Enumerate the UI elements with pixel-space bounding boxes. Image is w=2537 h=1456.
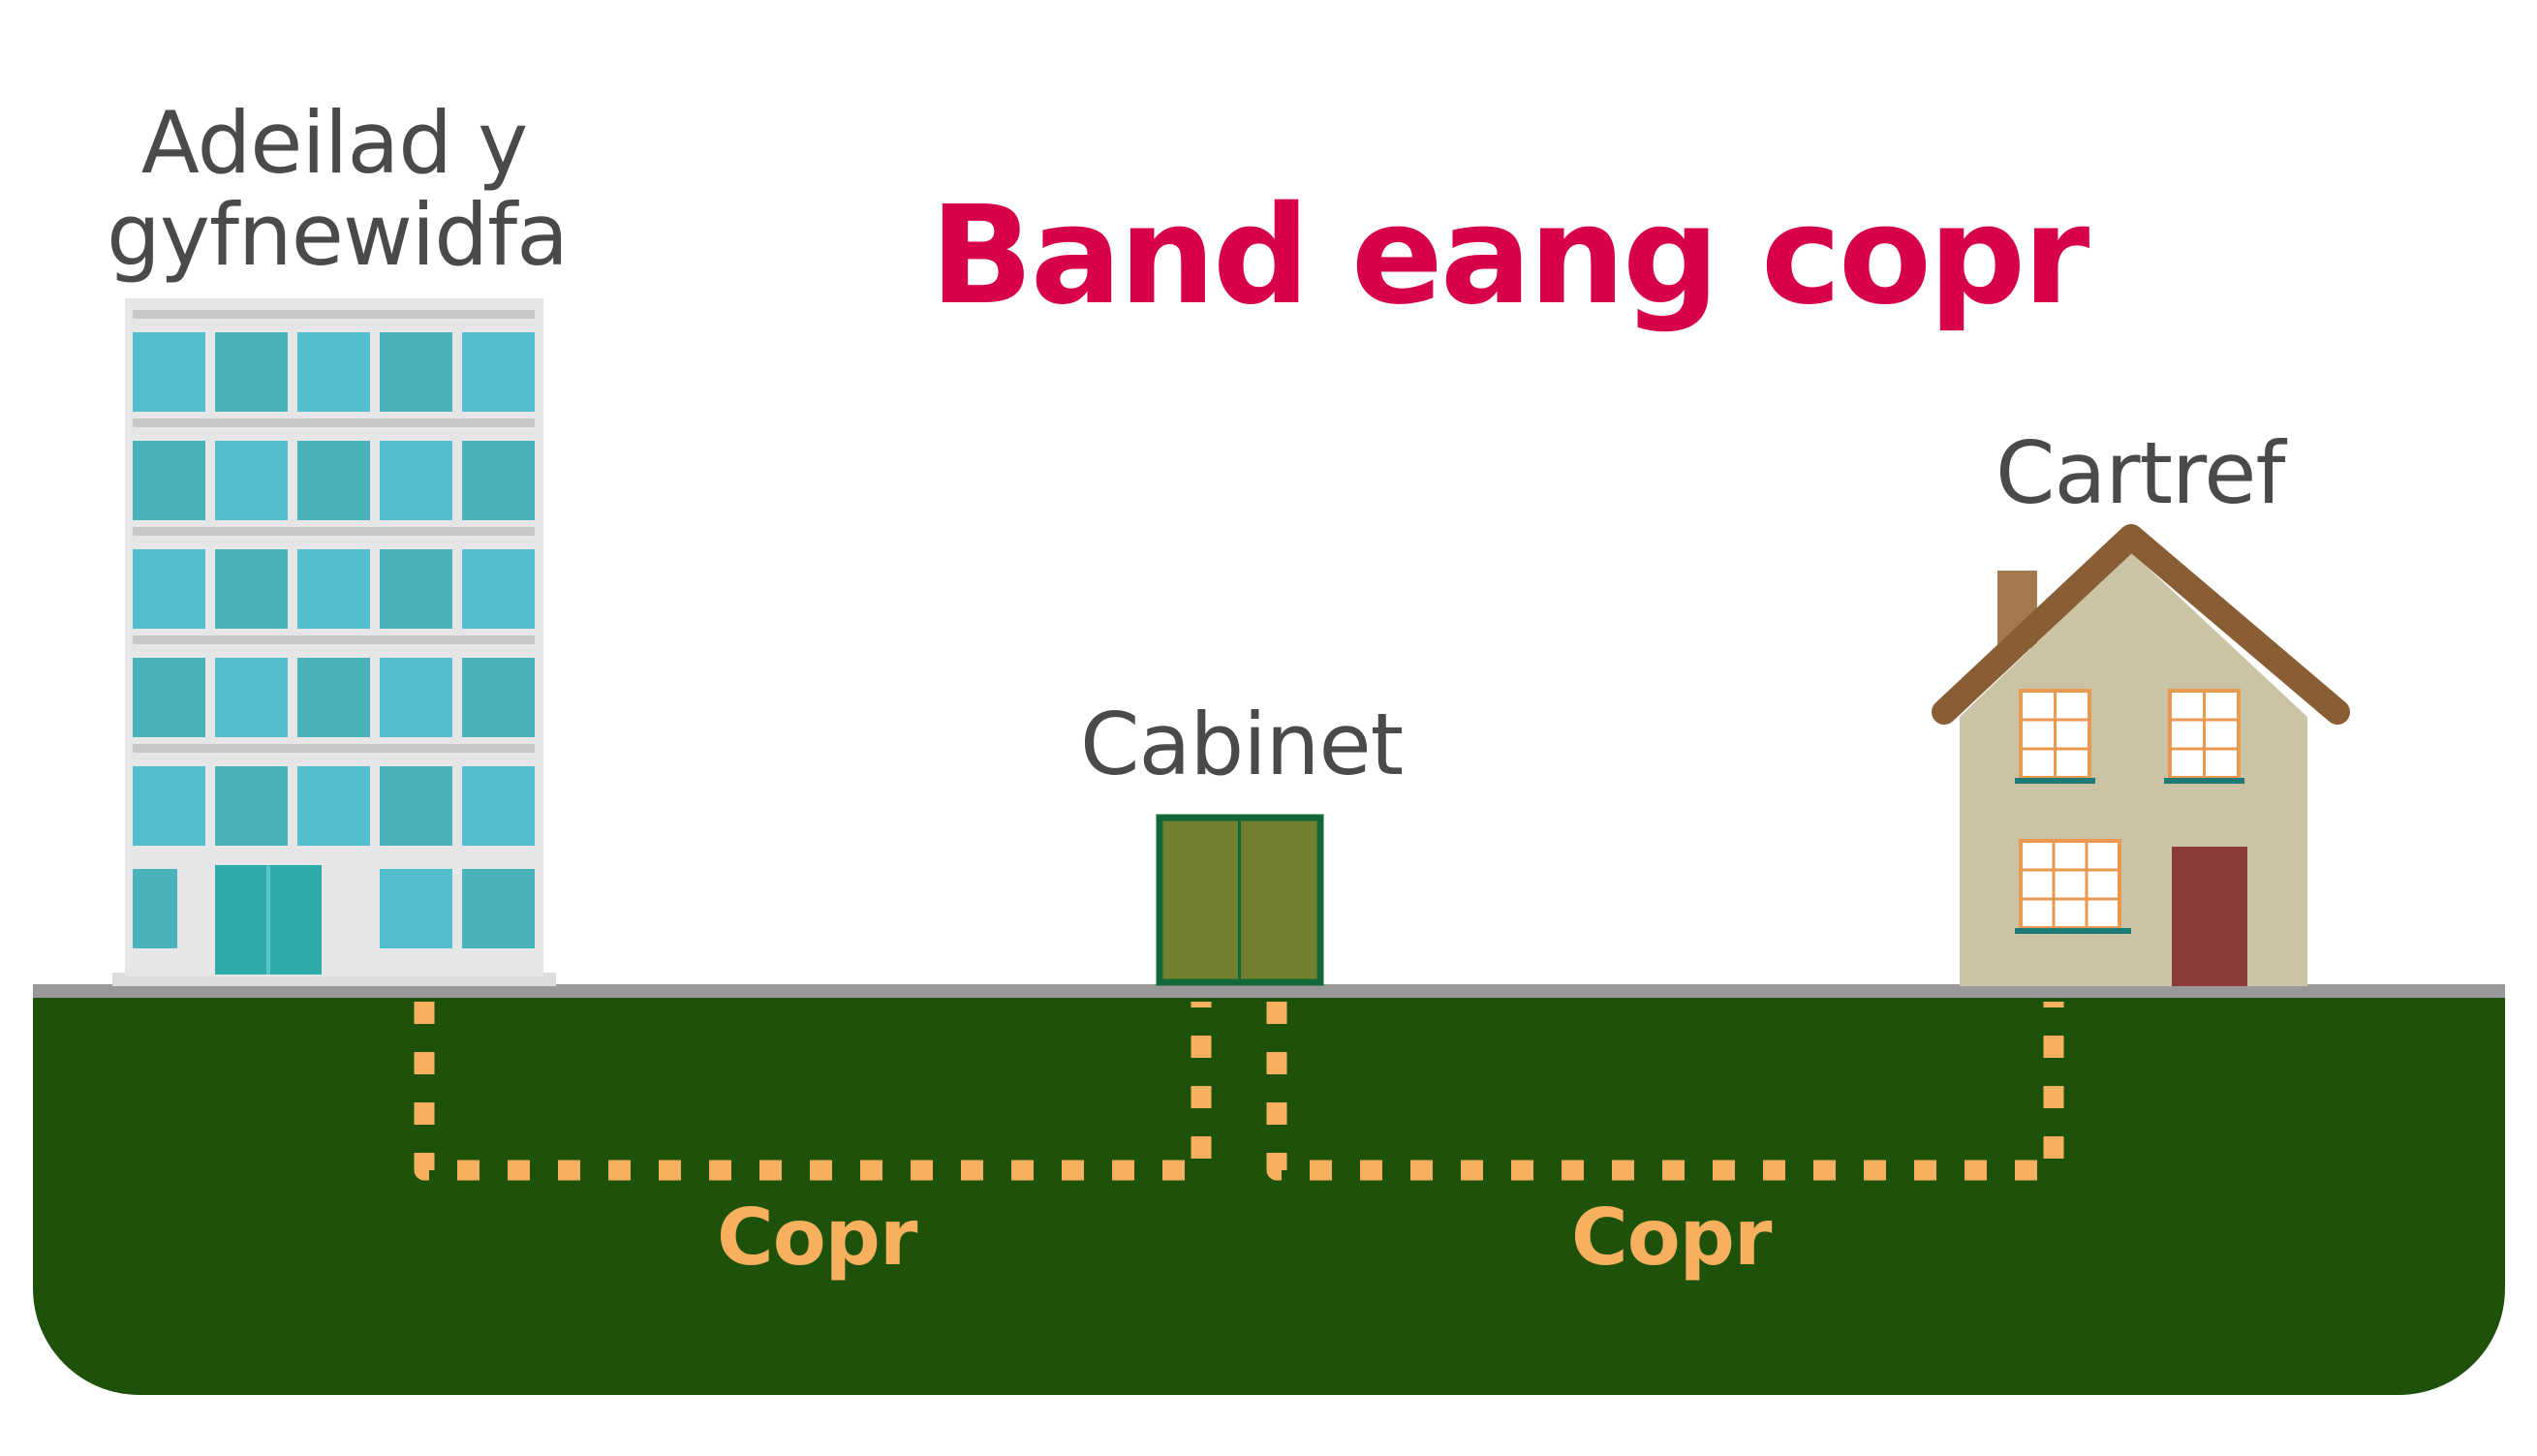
copper-cable-cabinet-to-home (1266, 1002, 2064, 1181)
house-door (2172, 847, 2247, 986)
house-roof (1932, 524, 2350, 725)
diagram-title: Band eang copr (930, 177, 2089, 335)
house-icon (1932, 524, 2350, 986)
building-window (380, 766, 452, 846)
cabinet-door-split (1238, 821, 1241, 979)
exchange-label: Adeilad y gyfnewidfa (107, 93, 569, 286)
copper-link-label: Copr (717, 1193, 917, 1283)
building-window (297, 441, 370, 520)
building-window (462, 658, 535, 737)
building-window (215, 332, 288, 412)
house-window (2164, 689, 2244, 784)
building-window (215, 658, 288, 737)
building-window (297, 766, 370, 846)
building-window (133, 658, 205, 737)
building-window (462, 869, 535, 948)
house-window (2015, 689, 2095, 784)
building-window (380, 658, 452, 737)
building-ledge (133, 527, 535, 536)
building-window (380, 332, 452, 412)
house-window-wide (2015, 839, 2131, 934)
building-ledge (133, 418, 535, 427)
building-window (133, 766, 205, 846)
home-label: Cartref (1996, 423, 2285, 523)
building-window (462, 766, 535, 846)
ground-surface-line (33, 984, 2505, 998)
cabinet-label: Cabinet (1080, 695, 1404, 794)
building-window (297, 549, 370, 629)
building-ledge (133, 744, 535, 753)
building-window (297, 658, 370, 737)
building-windows (133, 332, 535, 948)
building-window (462, 549, 535, 629)
building-window (297, 332, 370, 412)
office-building-icon (112, 298, 556, 986)
building-window (133, 441, 205, 520)
building-window (215, 441, 288, 520)
building-window (380, 549, 452, 629)
building-ledge (133, 310, 535, 319)
building-window (215, 549, 288, 629)
building-window (462, 441, 535, 520)
copper-cable-exchange-to-cabinet (414, 1002, 1212, 1181)
ground-soil (33, 991, 2505, 1395)
building-window (380, 869, 452, 948)
ground (33, 984, 2505, 1395)
building-window (133, 332, 205, 412)
building-window (133, 869, 177, 948)
building-window (215, 766, 288, 846)
copper-link-label: Copr (1571, 1193, 1772, 1283)
building-window (462, 332, 535, 412)
building-window (380, 441, 452, 520)
street-cabinet-icon (1156, 814, 1324, 986)
building-window (133, 549, 205, 629)
building-ledge (133, 635, 535, 644)
building-door-divider (266, 865, 270, 975)
